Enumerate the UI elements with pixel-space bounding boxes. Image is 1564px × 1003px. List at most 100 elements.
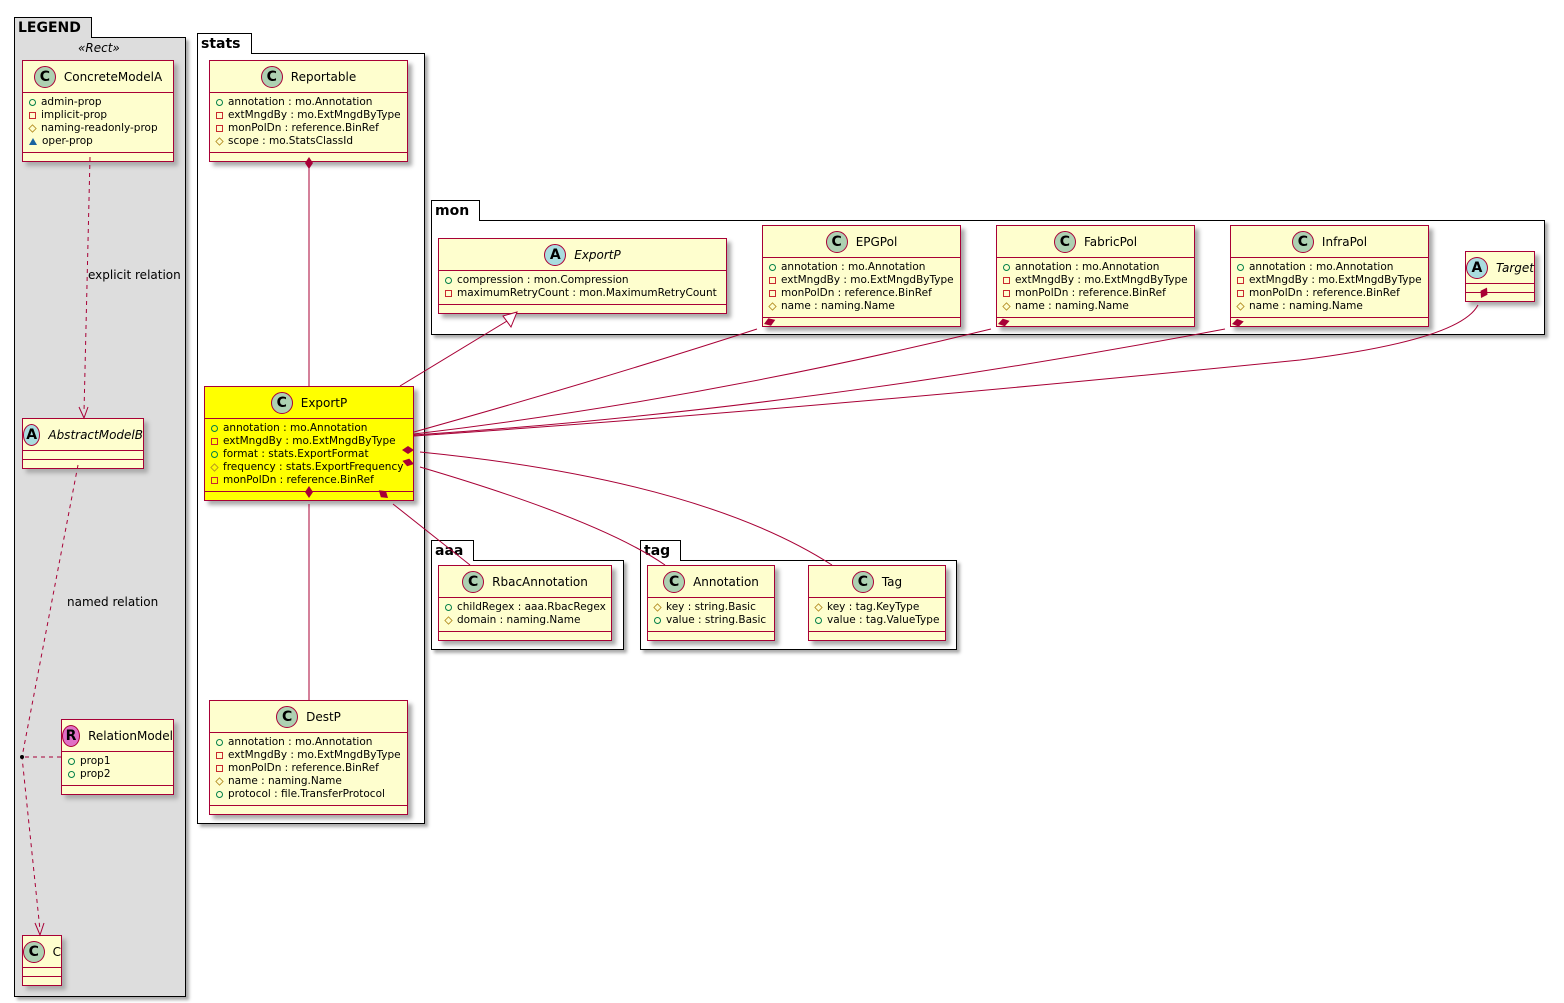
- attribute-text: implicit-prop: [41, 109, 108, 121]
- private-icon: [1003, 290, 1010, 297]
- class-attribute: annotation : mo.Annotation: [1003, 261, 1188, 274]
- attribute-text: extMngdBy : mo.ExtMngdByType: [781, 274, 954, 286]
- public-icon: [211, 425, 218, 432]
- attribute-text: extMngdBy : mo.ExtMngdByType: [1015, 274, 1188, 286]
- class-attribute: value : string.Basic: [654, 614, 768, 627]
- class-name: Target: [1495, 260, 1534, 275]
- attribute-text: monPolDn : reference.BinRef: [228, 122, 379, 134]
- class-icon: C: [1291, 230, 1314, 253]
- attribute-text: annotation : mo.Annotation: [781, 261, 926, 273]
- class-attribute: name : naming.Name: [768, 300, 954, 313]
- class-name: ExportP: [300, 395, 348, 410]
- class-name: AbstractModelB: [48, 427, 143, 442]
- explicit-relation-label: explicit relation: [88, 268, 181, 282]
- private-icon: [1237, 290, 1244, 297]
- attribute-text: value : tag.ValueType: [827, 614, 940, 626]
- class-name: EPGPol: [855, 234, 898, 249]
- private-icon: [769, 277, 776, 284]
- class-attribute: implicit-prop: [29, 109, 167, 122]
- class-attribute: annotation : mo.Annotation: [1237, 261, 1422, 274]
- protected-icon: [28, 124, 37, 133]
- class-icon: C: [663, 570, 686, 593]
- class-attribute: extMngdBy : mo.ExtMngdByType: [211, 435, 407, 448]
- class-Target[interactable]: A Target: [1465, 251, 1535, 302]
- class-icon: C: [825, 230, 848, 253]
- attribute-text: annotation : mo.Annotation: [223, 422, 368, 434]
- class-methods: [1231, 318, 1428, 326]
- private-icon: [216, 765, 223, 772]
- class-attribute: admin-prop: [29, 96, 167, 109]
- class-name: Tag: [881, 574, 903, 589]
- class-methods: [763, 318, 960, 326]
- public-icon: [68, 771, 75, 778]
- class-name: C: [52, 944, 61, 959]
- package-tab-stats: stats: [197, 33, 252, 54]
- attribute-text: value : string.Basic: [666, 614, 767, 626]
- public-icon: [211, 451, 218, 458]
- public-icon: [29, 99, 36, 106]
- public-icon: [216, 791, 223, 798]
- class-name: ConcreteModelA: [63, 69, 163, 84]
- class-methods: [809, 632, 945, 640]
- class-methods: [210, 806, 407, 814]
- class-attribute: monPolDn : reference.BinRef: [769, 287, 954, 300]
- abstract-class-icon: A: [1466, 256, 1488, 279]
- class-attribute: name : naming.Name: [215, 775, 401, 788]
- private-icon: [1003, 277, 1010, 284]
- attribute-text: oper-prop: [42, 135, 93, 147]
- attribute-text: format : stats.ExportFormat: [223, 448, 369, 460]
- attribute-text: monPolDn : reference.BinRef: [781, 287, 932, 299]
- attribute-text: extMngdBy : mo.ExtMngdByType: [228, 109, 401, 121]
- attribute-text: prop2: [80, 768, 111, 780]
- class-attributes: [23, 451, 143, 460]
- class-attribute: annotation : mo.Annotation: [211, 422, 407, 435]
- public-icon: [1237, 264, 1244, 271]
- class-attribute: monPolDn : reference.BinRef: [216, 762, 401, 775]
- attribute-text: childRegex : aaa.RbacRegex: [457, 601, 606, 613]
- class-name: ExportP: [574, 247, 621, 262]
- private-icon: [445, 290, 452, 297]
- package-tab-mon: mon: [431, 200, 481, 221]
- class-attributes: [23, 968, 61, 977]
- attribute-text: frequency : stats.ExportFrequency: [223, 461, 404, 473]
- class-attribute: compression : mon.Compression: [445, 274, 720, 287]
- private-icon: [216, 112, 223, 119]
- attribute-text: prop1: [80, 755, 111, 767]
- class-attribute: extMngdBy : mo.ExtMngdByType: [216, 109, 401, 122]
- relation-icon: R: [62, 724, 81, 747]
- attribute-text: annotation : mo.Annotation: [1249, 261, 1394, 273]
- class-attribute: annotation : mo.Annotation: [769, 261, 954, 274]
- class-attribute: domain : naming.Name: [444, 614, 605, 627]
- public-icon: [1003, 264, 1010, 271]
- class-attribute: oper-prop: [29, 135, 167, 148]
- protected-icon: [215, 137, 224, 146]
- attribute-text: monPolDn : reference.BinRef: [228, 762, 379, 774]
- attribute-text: monPolDn : reference.BinRef: [1015, 287, 1166, 299]
- class-name: Annotation: [693, 574, 759, 589]
